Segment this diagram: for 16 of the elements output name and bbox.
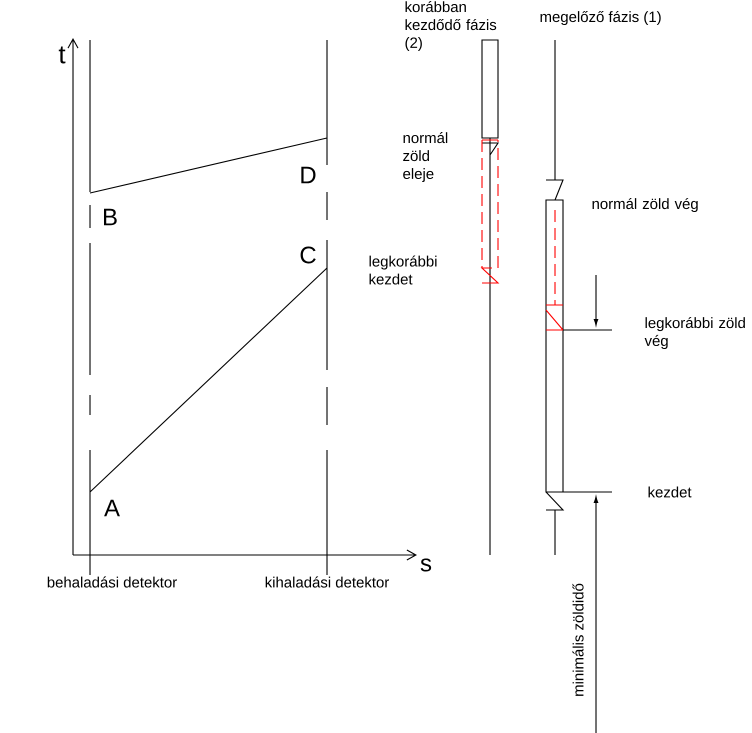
axis-label: s — [420, 558, 432, 572]
axis-label: kihaladási detektor — [266, 576, 390, 588]
text-label: kezdet — [648, 486, 692, 498]
text-label: legkorábbi kezdet — [370, 255, 436, 285]
point-label: B — [104, 208, 117, 226]
axis-label: t — [58, 46, 66, 64]
phase-label: megelőző fázis (1) — [540, 10, 661, 26]
axis-label: behaladási detektor — [48, 576, 177, 588]
dimension-label: minimális zöldidő — [572, 584, 584, 696]
point-label: A — [104, 500, 120, 516]
phase-label: korábban kezdődő fázis (2) — [405, 1, 496, 51]
point-label: D — [301, 166, 316, 184]
text-label: normál zöld vég — [592, 198, 698, 212]
text-label: normál zöld eleje — [403, 132, 448, 182]
text-label: legkorábbi zöld vég — [644, 316, 745, 349]
point-label: C — [300, 246, 316, 264]
